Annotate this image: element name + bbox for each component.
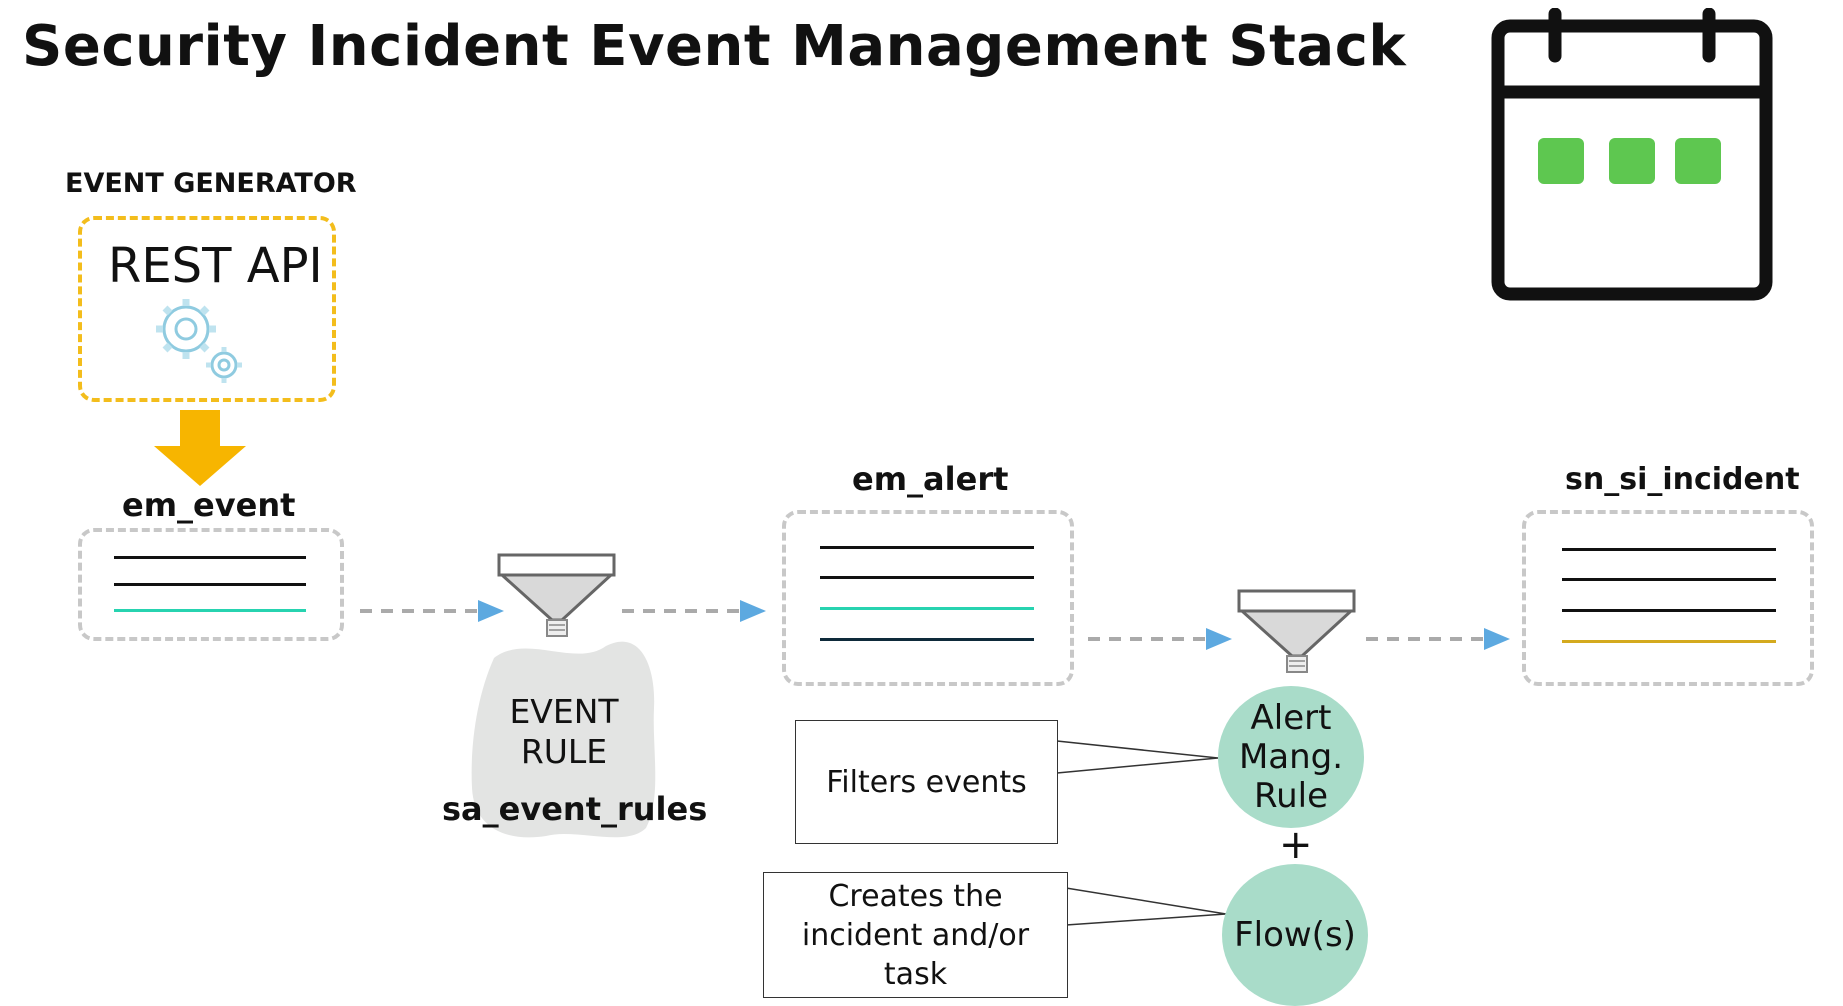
arrow-right-icon [1366,628,1510,650]
note-line: Creates the [828,878,1003,914]
event-generator-label: EVENT GENERATOR [65,168,357,199]
table-row-line [114,609,306,612]
table-row-line [114,583,306,586]
note-line: incident and/or [801,917,1030,953]
table-row-line [1562,578,1776,581]
page-title: Security Incident Event Management Stack [22,14,1407,79]
funnel-icon [497,553,616,637]
sn-si-incident-label: sn_si_incident [1565,462,1800,497]
sa-event-rules-label: sa_event_rules [442,790,708,828]
arrow-right-icon [360,600,504,622]
em-alert-table [782,510,1074,686]
event-rule-line1: EVENT [509,692,619,731]
calendar-icon [1491,8,1773,301]
plus-sign: + [1279,822,1313,868]
table-row-line [1562,640,1776,643]
rest-api-label: REST API [108,238,323,294]
event-rule-blob [471,641,656,838]
arrow-right-icon [622,600,766,622]
em-event-table [78,528,344,641]
alert-rule-line: Rule [1253,775,1328,816]
event-rule-label: EVENT RULE [474,692,654,772]
table-row-line [820,607,1034,610]
em-alert-label: em_alert [852,460,1009,498]
creates-incident-note: Creates the incident and/or task [763,872,1068,998]
alert-management-rule-circle: Alert Mang. Rule [1218,686,1364,828]
table-row-line [820,576,1034,579]
table-row-line [820,638,1034,641]
sn-si-incident-table [1522,510,1814,686]
funnel-icon [1237,589,1356,673]
filters-events-note: Filters events [795,720,1058,844]
alert-rule-line: Alert [1250,697,1332,738]
table-row-line [1562,609,1776,612]
rest-api-box [78,216,336,402]
gear-icon [156,299,242,383]
table-row-line [114,556,306,559]
flows-circle: Flow(s) [1222,864,1368,1006]
arrow-down-icon [154,410,246,486]
alert-rule-line: Mang. [1238,736,1344,777]
table-row-line [820,546,1034,549]
em-event-label: em_event [122,486,296,524]
event-rule-line2: RULE [520,732,608,771]
note-line: task [883,956,948,992]
table-row-line [1562,548,1776,551]
arrow-right-icon [1088,628,1232,650]
